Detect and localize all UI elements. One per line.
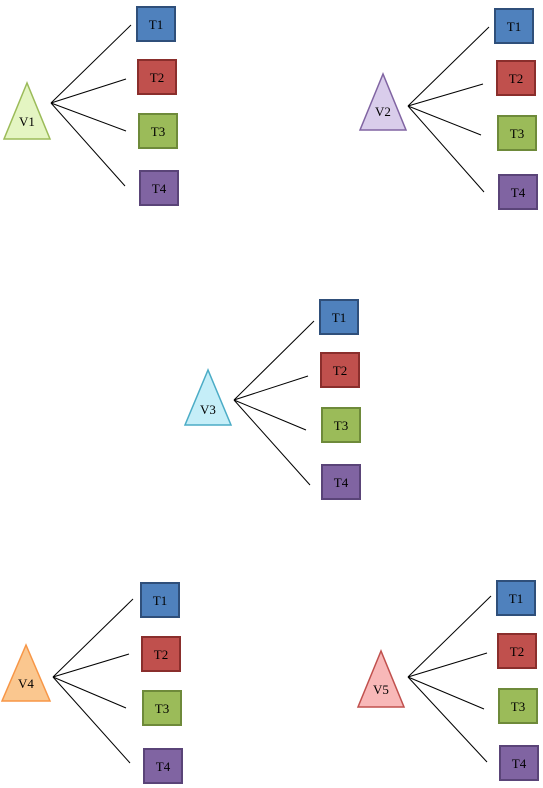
task-box-v3-t4	[321, 464, 361, 500]
task-box-v1-t3	[138, 113, 178, 149]
task-box-v4-t1	[140, 582, 180, 618]
task-box-v4-t2	[141, 636, 181, 672]
connector-line-v2-t2	[407, 83, 484, 107]
task-label-v4-t3: T3	[155, 701, 169, 716]
vm-triangle-v5	[356, 649, 406, 708]
vm-triangle-v4	[0, 643, 52, 702]
connector-line-v2-t1	[407, 26, 490, 107]
connector-line-v5-t1	[407, 595, 492, 678]
task-label-v5-t3: T3	[511, 699, 525, 714]
task-box-v2-t1	[494, 8, 534, 44]
task-box-v5-t2	[497, 633, 537, 669]
task-box-v3-t3	[321, 407, 361, 443]
task-box-v3-t2	[320, 352, 360, 388]
task-label-v2-t1: T1	[507, 19, 521, 34]
vm-triangle-v2	[358, 72, 408, 131]
vm-label-v3: V3	[200, 402, 216, 417]
task-box-v1-t2	[137, 59, 177, 95]
task-label-v1-t3: T3	[151, 124, 165, 139]
task-label-v1-t2: T2	[150, 70, 164, 85]
vm-label-v4: V4	[18, 676, 34, 691]
vm-label-v1: V1	[19, 114, 35, 129]
connector-line-v5-t2	[407, 652, 488, 678]
connector-line-v5-t4	[407, 676, 488, 763]
connector-line-v1-t3	[50, 102, 127, 132]
connector-line-v1-t4	[50, 102, 126, 187]
connector-line-v3-t3	[233, 399, 307, 431]
vm-triangle-v3	[183, 368, 233, 426]
task-label-v4-t2: T2	[154, 647, 168, 662]
task-label-v2-t2: T2	[509, 71, 523, 86]
connector-line-v3-t1	[233, 320, 315, 401]
task-label-v3-t2: T2	[333, 363, 347, 378]
task-label-v3-t3: T3	[334, 418, 348, 433]
task-box-v5-t4	[499, 745, 539, 781]
task-box-v4-t4	[143, 748, 183, 784]
task-box-v2-t2	[496, 60, 536, 96]
task-box-v4-t3	[142, 690, 182, 726]
task-box-v3-t1	[319, 299, 359, 335]
connector-line-v1-t1	[50, 24, 132, 104]
connector-line-v1-t2	[50, 78, 127, 104]
task-box-v1-t4	[139, 170, 179, 206]
connector-line-v4-t1	[52, 598, 134, 678]
task-label-v4-t4: T4	[156, 759, 171, 774]
vm-label-v5: V5	[373, 682, 389, 697]
connector-line-v3-t4	[233, 399, 311, 486]
task-box-v1-t1	[136, 6, 176, 42]
task-label-v2-t4: T4	[511, 185, 526, 200]
task-label-v5-t4: T4	[512, 756, 527, 771]
connector-line-v4-t2	[52, 653, 130, 678]
vm-triangle-v1	[2, 81, 52, 140]
connector-line-v2-t3	[407, 105, 482, 136]
task-box-v5-t3	[498, 688, 538, 724]
task-label-v1-t4: T4	[152, 181, 167, 196]
task-label-v4-t1: T1	[153, 593, 167, 608]
task-label-v3-t4: T4	[334, 475, 349, 490]
connector-line-v4-t3	[52, 676, 127, 709]
task-box-v2-t4	[498, 174, 538, 210]
task-label-v2-t3: T3	[510, 126, 524, 141]
task-label-v3-t1: T1	[332, 310, 346, 325]
connector-line-v3-t2	[233, 375, 309, 401]
connector-line-v2-t4	[407, 105, 485, 193]
connector-line-v4-t4	[52, 676, 131, 764]
task-box-v2-t3	[497, 115, 537, 151]
task-box-v5-t1	[496, 580, 536, 616]
task-label-v1-t1: T1	[149, 17, 163, 32]
task-label-v5-t2: T2	[510, 644, 524, 659]
vm-label-v2: V2	[375, 104, 391, 119]
connector-line-v5-t3	[407, 676, 485, 710]
task-label-v5-t1: T1	[509, 591, 523, 606]
